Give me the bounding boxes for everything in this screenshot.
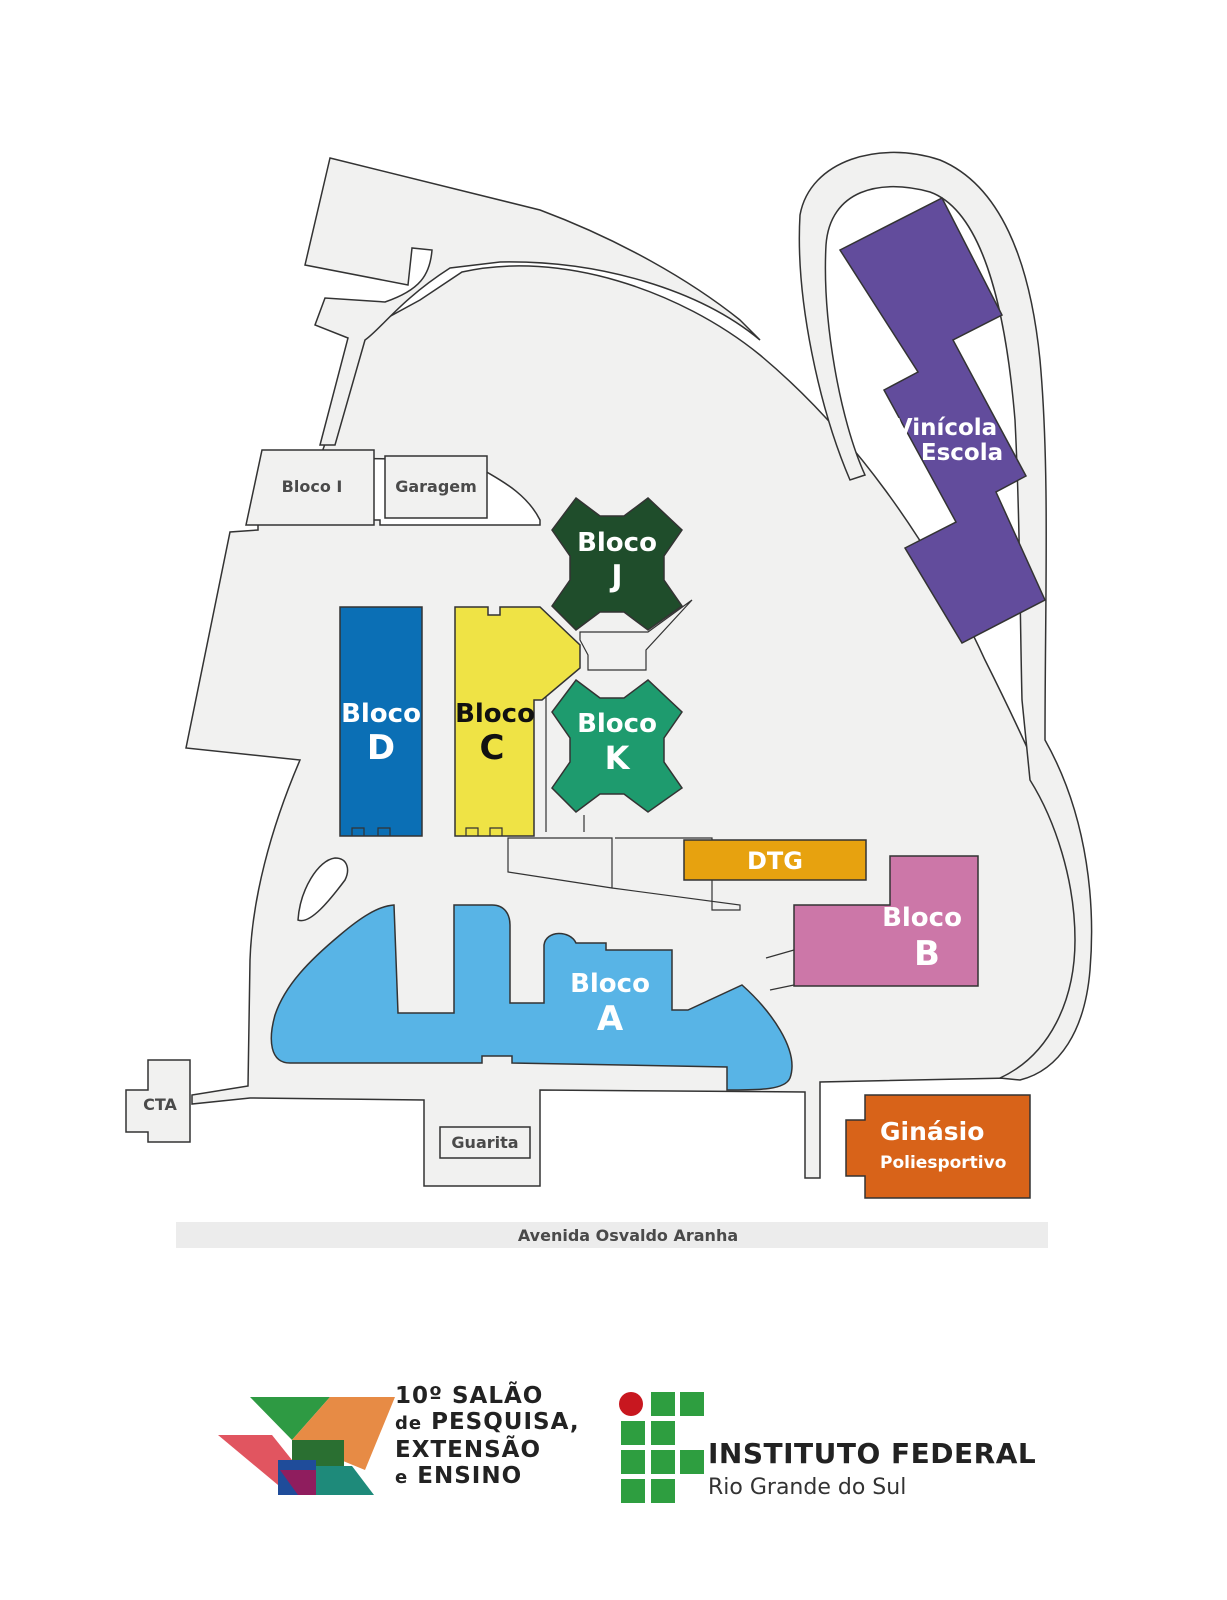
vinicola-escola-building[interactable]: [838, 196, 1046, 644]
cta-building[interactable]: [125, 1059, 191, 1143]
ginasio-label-line2: Poliesportivo: [880, 1153, 1006, 1173]
ginasio-label-line1: Ginásio: [880, 1117, 984, 1146]
salao-line2-prefix: de: [395, 1413, 423, 1434]
cta-label: CTA: [143, 1095, 177, 1114]
dtg-label: DTG: [747, 847, 803, 875]
bloco-k-name: Bloco: [577, 709, 657, 739]
central-walkway: [507, 837, 741, 911]
salao-line4: e ENSINO: [395, 1463, 580, 1491]
salao-logo: [218, 1397, 395, 1495]
north-road: [304, 157, 761, 446]
bloco-i-building[interactable]: [245, 449, 375, 526]
instituto-campus: Rio Grande do Sul: [708, 1475, 907, 1500]
salao-line3: EXTENSÃO: [395, 1437, 542, 1463]
salao-line4-main: ENSINO: [417, 1463, 523, 1489]
instituto-name: INSTITUTO FEDERAL: [708, 1437, 1037, 1470]
bloco-c-notches: [465, 827, 503, 836]
garagem-label: Garagem: [395, 477, 477, 496]
bloco-a-name: Bloco: [570, 969, 650, 999]
bloco-d-notches: [351, 827, 391, 836]
connector-j-k: [579, 599, 693, 671]
bloco-c-building[interactable]: [454, 606, 581, 837]
ginasio-building[interactable]: [845, 1094, 1031, 1199]
bloco-b-name: Bloco: [882, 903, 962, 933]
street: [176, 1222, 1048, 1248]
street-label: Avenida Osvaldo Aranha: [518, 1226, 738, 1245]
vinicola-label-line2: Escola: [921, 440, 1003, 466]
salao-title: 10º SALÃO de PESQUISA, EXTENSÃO e ENSINO: [395, 1383, 580, 1491]
salao-line1: 10º SALÃO: [395, 1383, 544, 1409]
bloco-c-name: Bloco: [455, 699, 535, 729]
vinicola-label-line1: Vinícola: [895, 415, 997, 441]
guarita-label: Guarita: [451, 1133, 518, 1152]
bloco-a-side-walkway: [765, 949, 795, 959]
instituto-federal-logo: [619, 1392, 704, 1503]
bloco-j-name: Bloco: [577, 528, 657, 558]
bloco-a-building[interactable]: [270, 904, 793, 1091]
bloco-d-letter: D: [367, 728, 395, 768]
salao-line2-main: PESQUISA,: [431, 1409, 580, 1435]
bloco-i-label: Bloco I: [282, 477, 343, 496]
bloco-j-building[interactable]: [551, 496, 684, 631]
garagem-building[interactable]: [384, 455, 488, 519]
vinicola-loop-road: [798, 151, 1093, 1081]
bloco-k-building[interactable]: [551, 678, 684, 813]
bloco-d-building[interactable]: [339, 606, 423, 837]
salao-line2: de PESQUISA,: [395, 1409, 580, 1437]
bloco-b-building[interactable]: [793, 855, 979, 987]
bloco-d-name: Bloco: [341, 699, 421, 729]
bloco-a-side-walkway: [769, 984, 795, 991]
guarita-building[interactable]: [439, 1126, 531, 1159]
bloco-a-letter: A: [597, 999, 624, 1039]
bloco-b-letter: B: [914, 934, 940, 974]
inner-island: [297, 857, 349, 922]
bloco-j-letter: J: [609, 559, 622, 594]
salao-line4-prefix: e: [395, 1467, 409, 1488]
bloco-k-letter: K: [605, 739, 631, 777]
bloco-c-letter: C: [480, 728, 505, 768]
dtg-building[interactable]: [683, 839, 867, 881]
